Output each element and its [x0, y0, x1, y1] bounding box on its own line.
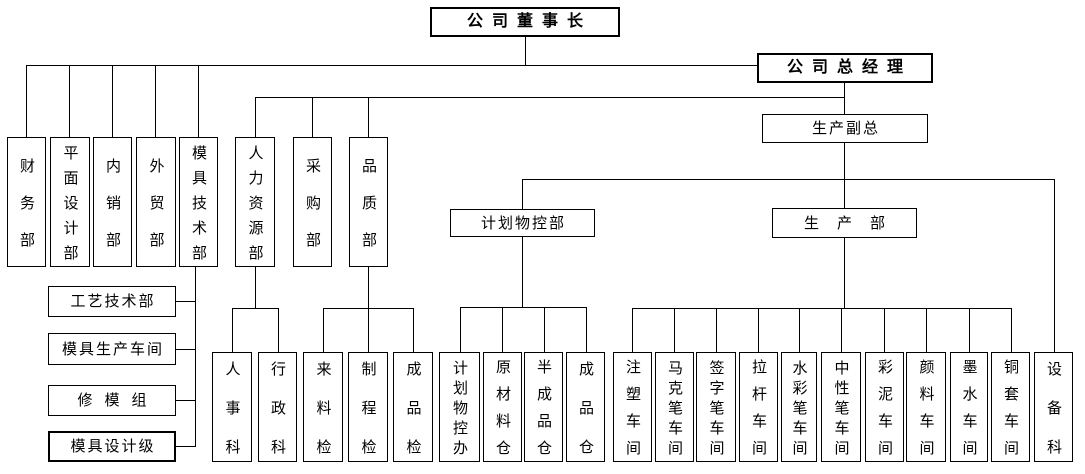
connector — [198, 65, 199, 137]
connector — [632, 308, 633, 352]
org-box-graphic-design-dept: 平面设计部 — [50, 137, 90, 270]
connector — [1011, 308, 1012, 352]
org-box-incoming-inspection: 来料检 — [303, 352, 343, 474]
connector — [232, 308, 278, 309]
connector — [844, 143, 845, 179]
connector — [255, 267, 256, 308]
org-box-chairman: 公司董事长 — [430, 7, 620, 37]
connector — [884, 308, 885, 352]
org-box-foreign-trade-dept: 外贸部 — [136, 137, 176, 269]
connector — [26, 65, 757, 66]
org-box-ink-workshop: 墨水车间 — [950, 352, 988, 467]
connector — [758, 308, 759, 352]
connector — [522, 179, 1055, 180]
org-box-domestic-sales-dept: 内销部 — [93, 137, 132, 269]
org-box-planning-control-office: 计划物控办 — [439, 352, 480, 462]
org-box-sign-pen-workshop: 签字笔车间 — [696, 352, 736, 462]
connector — [844, 179, 845, 208]
connector — [176, 400, 195, 401]
org-box-gel-pen-workshop: 中性笔车间 — [821, 352, 861, 462]
org-box-hr-dept: 人力资源部 — [235, 137, 275, 270]
connector — [632, 308, 1011, 309]
connector — [586, 307, 587, 352]
org-box-copper-sleeve-workshop: 铜套车间 — [991, 352, 1030, 467]
connector — [544, 307, 545, 352]
connector — [255, 97, 844, 98]
connector — [69, 65, 70, 137]
org-box-watercolor-pen-workshop: 水彩笔车间 — [781, 352, 817, 462]
org-box-mold-design-group: 模具设计级 — [48, 431, 176, 462]
connector — [502, 307, 503, 352]
connector — [232, 308, 233, 352]
connector — [844, 238, 845, 308]
org-box-personnel-section: 人事科 — [212, 352, 252, 474]
connector — [155, 65, 156, 137]
connector — [176, 446, 195, 447]
org-box-process-inspection: 制程检 — [348, 352, 388, 474]
org-box-mold-tech-dept: 模具技术部 — [179, 137, 218, 270]
org-box-craft-tech-dept: 工艺技术部 — [48, 286, 176, 317]
connector — [112, 65, 113, 137]
connector — [844, 83, 845, 114]
connector — [525, 37, 526, 65]
org-box-raw-material-warehouse: 原材料仓 — [483, 352, 522, 467]
org-box-finished-warehouse: 成品仓 — [566, 352, 605, 474]
connector — [323, 308, 324, 352]
org-box-production-vp: 生产副总 — [762, 114, 928, 143]
connector — [255, 97, 256, 137]
org-box-semi-finished-warehouse: 半成品仓 — [524, 352, 563, 467]
org-box-barrel-workshop: 拉杆车间 — [739, 352, 778, 467]
org-box-marker-pen-workshop: 马克笔车间 — [655, 352, 694, 462]
connector — [176, 349, 195, 350]
connector — [522, 237, 523, 307]
org-box-quality-dept: 品质部 — [349, 137, 388, 269]
connector — [413, 308, 414, 352]
org-box-mold-production-workshop: 模具生产车间 — [48, 333, 176, 365]
org-box-finance-dept: 财务部 — [7, 137, 46, 269]
connector — [799, 308, 800, 352]
connector — [26, 65, 27, 137]
connector — [278, 308, 279, 352]
org-box-admin-section: 行政科 — [258, 352, 297, 474]
org-box-equipment-section: 设备科 — [1034, 352, 1073, 474]
org-box-general-manager: 公司总经理 — [757, 53, 933, 83]
org-box-purchasing-dept: 采购部 — [293, 137, 332, 269]
connector — [368, 97, 369, 137]
connector — [176, 301, 195, 302]
org-box-production-dept: 生产部 — [772, 208, 917, 238]
connector — [368, 267, 369, 308]
connector — [674, 308, 675, 352]
connector — [368, 308, 369, 352]
connector — [460, 307, 586, 308]
connector — [460, 307, 461, 352]
connector — [969, 308, 970, 352]
org-box-finished-inspection: 成品检 — [393, 352, 433, 474]
org-box-planning-material-control-dept: 计划物控部 — [450, 209, 595, 237]
org-box-pigment-workshop: 颜料车间 — [906, 352, 946, 467]
org-box-clay-workshop: 彩泥车间 — [865, 352, 904, 467]
org-box-injection-workshop: 注塑车间 — [613, 352, 652, 467]
connector — [716, 308, 717, 352]
connector — [926, 308, 927, 352]
connector — [841, 308, 842, 352]
connector — [522, 179, 523, 209]
org-box-mold-repair-group: 修模组 — [48, 385, 176, 416]
connector — [312, 97, 313, 137]
connector — [1054, 179, 1055, 352]
connector — [195, 267, 196, 447]
